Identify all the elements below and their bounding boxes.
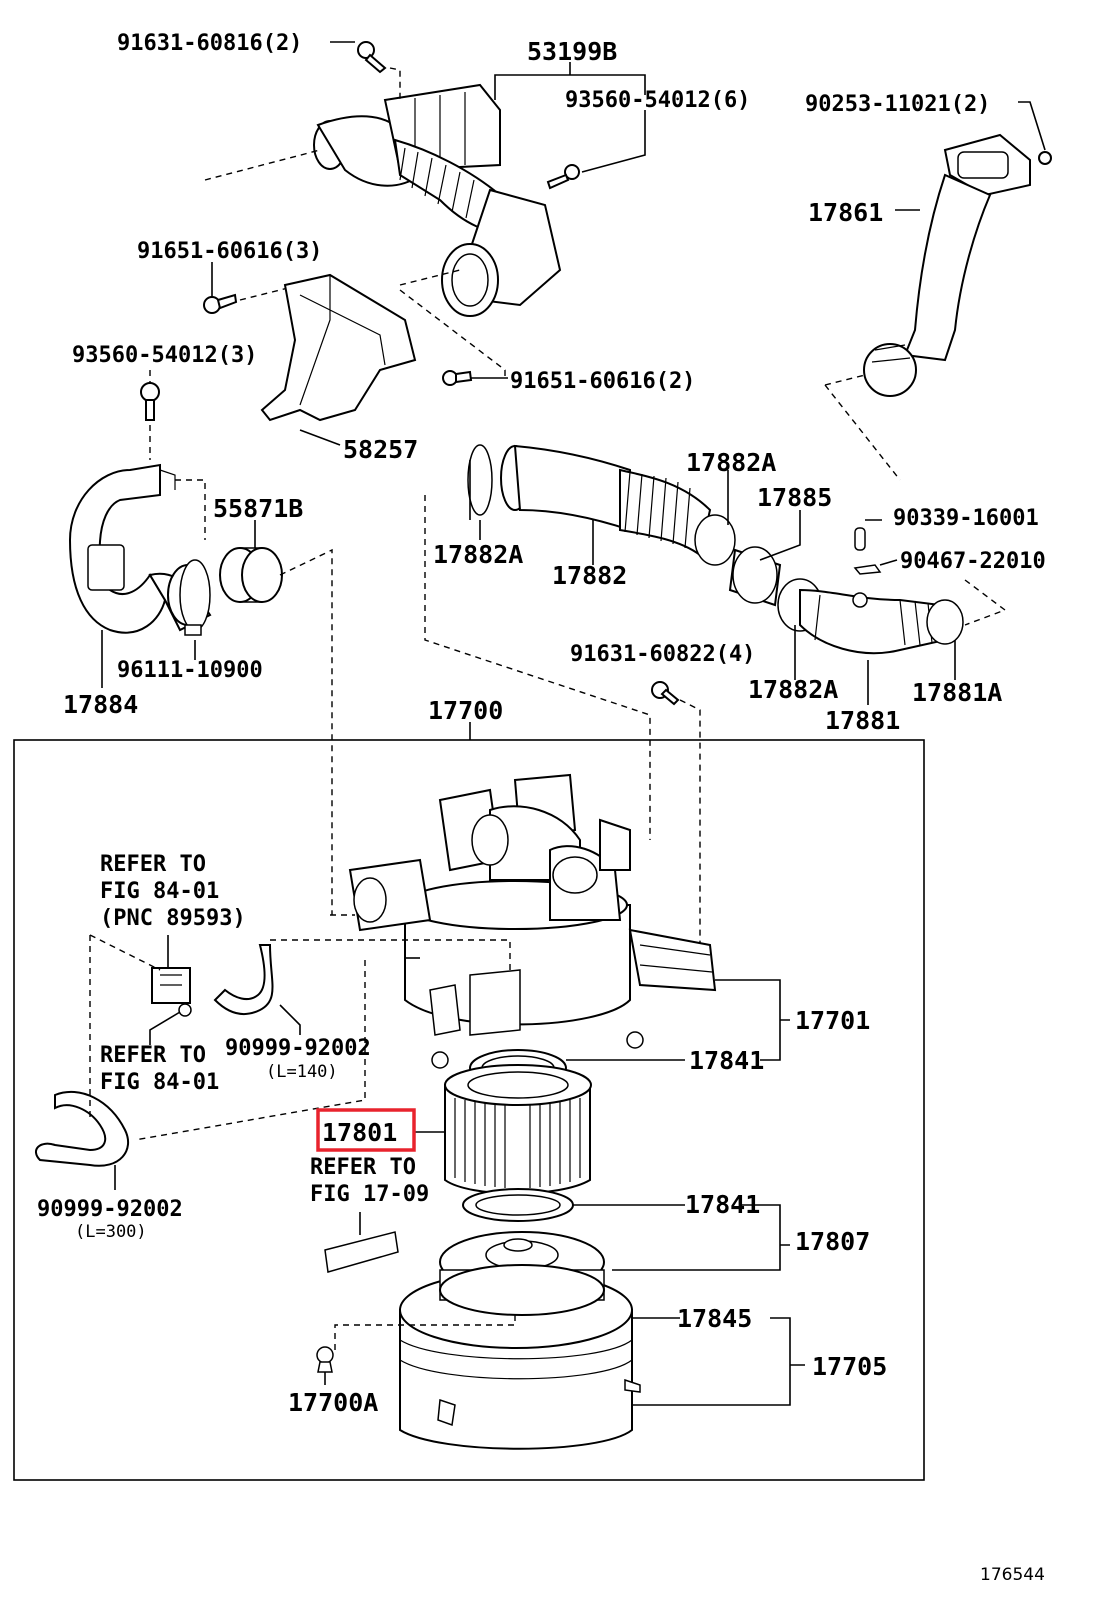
housing-17701-drawing xyxy=(348,773,717,1069)
pipe-17861-drawing xyxy=(863,133,1031,397)
bolt-90253-11021-drawing xyxy=(1038,151,1052,165)
highlight-17801 xyxy=(316,1108,416,1152)
label-91651-60616-3: 91651-60616(3) xyxy=(137,239,322,264)
label-93560-54012-6: 93560-54012(6) xyxy=(565,88,750,113)
clip-90339-16001-drawing xyxy=(854,527,866,551)
label-17882A-top: 17882A xyxy=(686,448,776,477)
label-90999-92002-300: 90999-92002 xyxy=(37,1197,183,1222)
label-17882A-left: 17882A xyxy=(433,540,523,569)
label-91631-60822: 91631-60822(4) xyxy=(570,642,755,667)
bolt-93560-54012-drawing xyxy=(546,164,580,190)
hose-17881-drawing xyxy=(777,578,964,655)
refer-fig84-01-line2: FIG 84-01 xyxy=(100,879,219,904)
bolt-93560-54012-3-drawing xyxy=(140,382,160,421)
filter-17801-drawing xyxy=(444,1064,592,1195)
refer-fig84-01-line3: (PNC 89593) xyxy=(100,906,246,931)
label-17845: 17845 xyxy=(677,1304,752,1333)
label-90999-92002-140-length: (L=140) xyxy=(266,1062,338,1082)
part-labels: 91631-60816(2) 53199B 93560-54012(6) 902… xyxy=(37,31,1046,1585)
label-53199B: 53199B xyxy=(527,37,617,66)
label-90999-92002-300-length: (L=300) xyxy=(75,1222,147,1242)
label-17882: 17882 xyxy=(552,561,627,590)
label-17882A-right: 17882A xyxy=(748,675,838,704)
air-duct-53199B-drawing xyxy=(313,83,562,317)
label-90253-11021: 90253-11021(2) xyxy=(805,92,990,117)
gasket-17841-bottom-drawing xyxy=(462,1188,574,1222)
label-93560-54012-3: 93560-54012(3) xyxy=(72,343,257,368)
label-90339-16001: 90339-16001 xyxy=(893,506,1039,531)
refer-fig17-09-line1: REFER TO xyxy=(310,1155,416,1180)
assembly-17700-frame xyxy=(13,739,925,1481)
label-17701: 17701 xyxy=(795,1006,870,1035)
bolt-91651-60616-2-drawing xyxy=(442,370,473,386)
label-91651-60616-2: 91651-60616(2) xyxy=(510,369,695,394)
bracket-58257-drawing xyxy=(260,273,417,422)
label-96111-10900: 96111-10900 xyxy=(117,658,263,683)
label-17881: 17881 xyxy=(825,706,900,735)
label-17705: 17705 xyxy=(812,1352,887,1381)
label-58257: 58257 xyxy=(343,435,418,464)
label-17700: 17700 xyxy=(428,696,503,725)
bolt-91651-60616-3-drawing xyxy=(203,293,238,314)
label-17841-bottom: 17841 xyxy=(685,1190,760,1219)
clamp-96111-10900-drawing xyxy=(179,559,211,636)
label-91631-60816: 91631-60816(2) xyxy=(117,31,302,56)
drawing-number: 176544 xyxy=(980,1565,1045,1585)
clip-17700A-drawing xyxy=(316,1346,334,1373)
label-17861: 17861 xyxy=(808,198,883,227)
refer-fig84-01-line1: REFER TO xyxy=(100,852,206,877)
clip-90467-22010-drawing xyxy=(853,564,882,575)
label-17881A: 17881A xyxy=(912,678,1002,707)
label-90999-92002-140: 90999-92002 xyxy=(225,1036,371,1061)
label-17884: 17884 xyxy=(63,690,138,719)
refer-fig17-09-line2: FIG 17-09 xyxy=(310,1182,429,1207)
bolt-91631-60822-drawing xyxy=(651,681,680,706)
hose-90999-92002-300-drawing xyxy=(35,1090,130,1167)
label-55871B: 55871B xyxy=(213,494,303,523)
sleeve-17885-drawing xyxy=(694,514,782,607)
bolt-91631-60816-drawing xyxy=(357,41,387,74)
label-17885: 17885 xyxy=(757,483,832,512)
label-90467-22010: 90467-22010 xyxy=(900,549,1046,574)
ring-55871B-drawing xyxy=(219,547,283,603)
label-17807: 17807 xyxy=(795,1227,870,1256)
refer-fig84-01b-line1: REFER TO xyxy=(100,1043,206,1068)
refer-fig84-01b-line2: FIG 84-01 xyxy=(100,1070,219,1095)
sensor-drawing xyxy=(151,967,192,1017)
cap-17705-drawing xyxy=(399,1231,641,1450)
label-17841-top: 17841 xyxy=(689,1046,764,1075)
label-17700A: 17700A xyxy=(288,1388,378,1417)
hose-17882-drawing xyxy=(467,444,712,557)
hose-90999-92002-140-drawing xyxy=(213,944,274,1016)
label-17801: 17801 xyxy=(322,1118,397,1147)
